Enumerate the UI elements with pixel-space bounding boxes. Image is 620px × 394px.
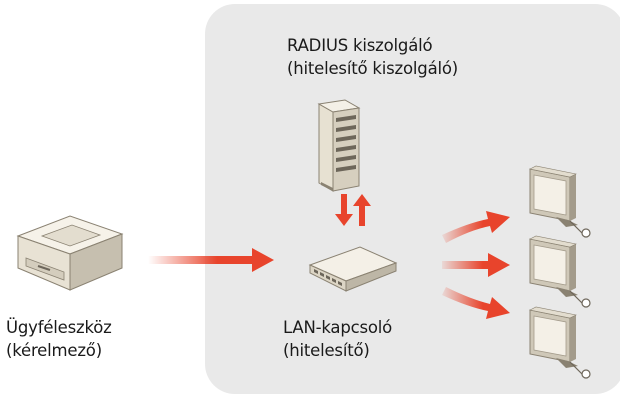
printer-icon: [16, 215, 124, 291]
lan-switch-label-line2: (hitelesítő): [283, 341, 370, 360]
lan-switch-label-line1: LAN-kapcsoló: [283, 318, 393, 337]
radius-server-label: RADIUS kiszolgáló (hitelesítő kiszolgáló…: [287, 34, 458, 80]
monitor-icon: [529, 306, 591, 379]
lan-switch-label: LAN-kapcsoló (hitelesítő): [283, 316, 392, 362]
monitor-icon: [529, 235, 591, 308]
radius-server-label-line2: (hitelesítő kiszolgáló): [287, 59, 459, 78]
distribution-arrows-icon: [442, 211, 510, 319]
client-device-label-line2: (kérelmező): [6, 341, 102, 360]
server-icon: [317, 99, 361, 192]
client-device-label: Ügyféleszköz (kérelmező): [6, 316, 112, 362]
client-device-label-line1: Ügyféleszköz: [6, 318, 112, 337]
request-arrow-icon: [148, 248, 274, 272]
bidirectional-arrows-icon: [335, 194, 371, 226]
radius-server-label-line1: RADIUS kiszolgáló: [287, 36, 433, 55]
lan-switch-icon: [308, 246, 398, 292]
monitor-icon: [529, 165, 591, 238]
